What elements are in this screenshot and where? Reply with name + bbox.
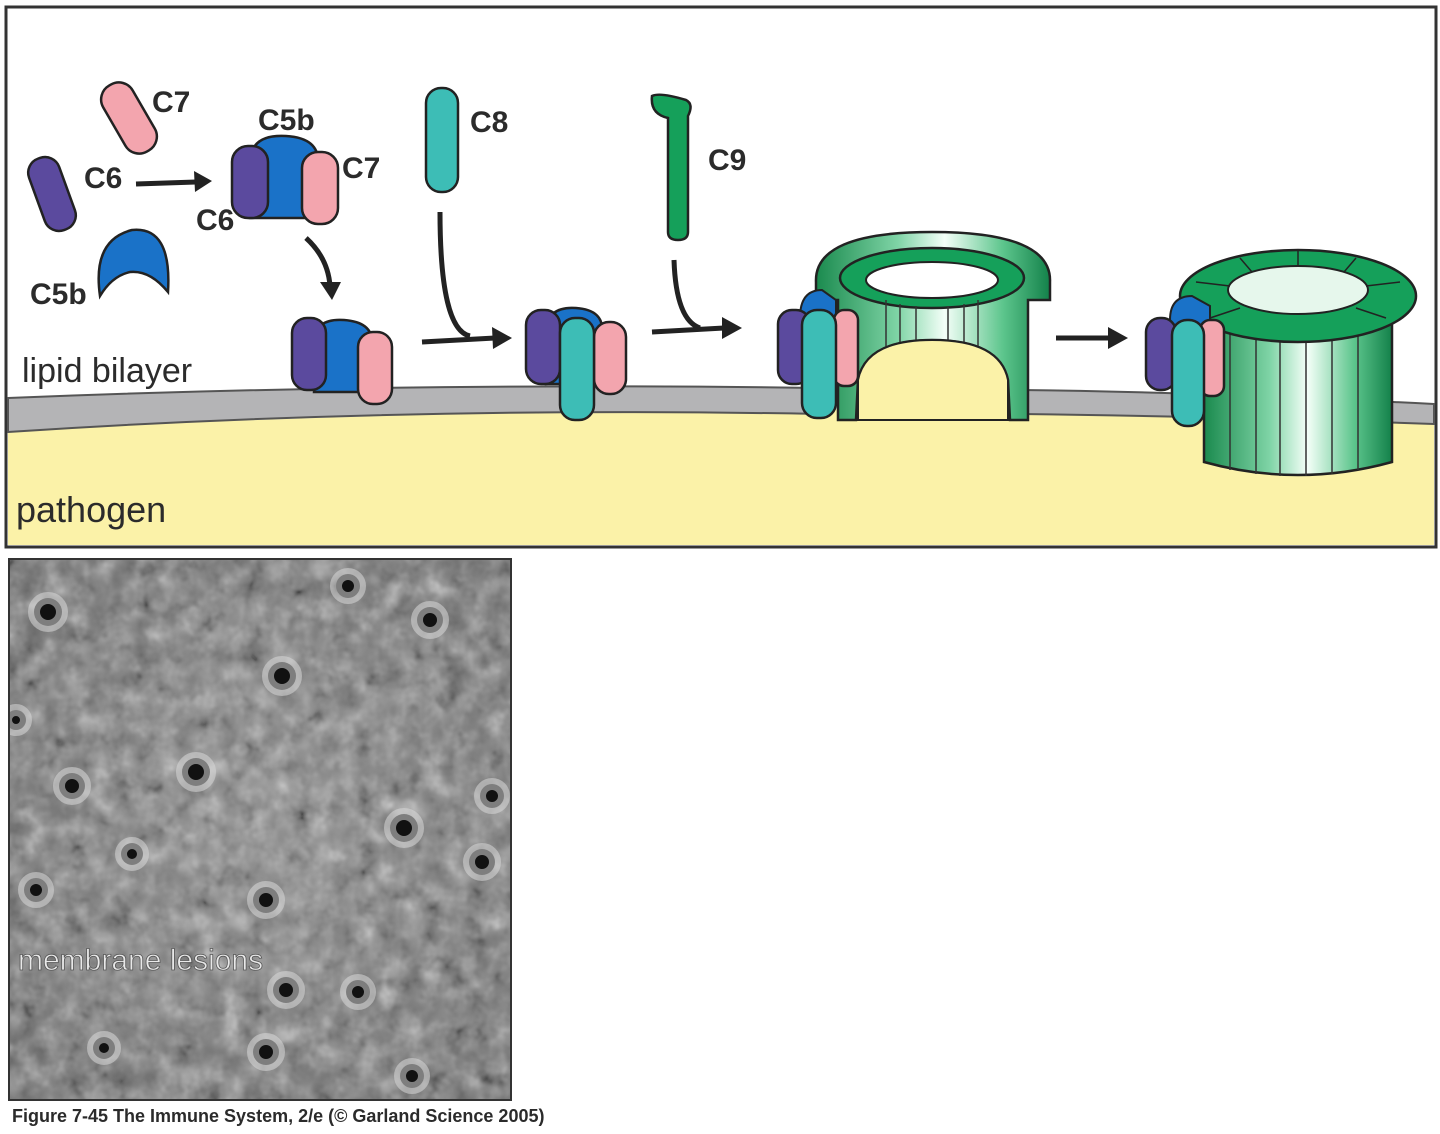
- arrow-3: [421, 211, 512, 349]
- c8-free: [424, 86, 460, 194]
- c5b67-complex-free: [230, 134, 340, 226]
- c7-free: [99, 81, 159, 155]
- lesions: [9, 568, 510, 1094]
- label-lipid-bilayer: lipid bilayer: [22, 352, 192, 390]
- arrow-2: [304, 236, 341, 300]
- label-c5b-free: C5b: [30, 278, 87, 311]
- label-c5b-complex: C5b: [258, 104, 315, 137]
- c5b678-complex: [524, 306, 628, 422]
- label-c7-free: C7: [152, 86, 190, 119]
- c6-free: [26, 155, 78, 233]
- label-c6-free: C6: [84, 162, 122, 195]
- mac-pore-cutaway: [776, 230, 1052, 422]
- label-pathogen: pathogen: [16, 489, 166, 530]
- label-c9: C9: [708, 144, 746, 177]
- pathogen-region: [8, 408, 790, 545]
- mac-pore-complete: [1144, 248, 1418, 477]
- label-c7-complex: C7: [342, 152, 380, 185]
- c5b67-inserted: [290, 316, 394, 406]
- label-c6-complex: C6: [196, 204, 234, 237]
- arrow-5: [1056, 327, 1128, 349]
- figure-caption: Figure 7-45 The Immune System, 2/e (© Ga…: [12, 1106, 545, 1126]
- c9-free: [650, 93, 692, 242]
- c5b-free: [97, 228, 170, 300]
- label-c8: C8: [470, 106, 508, 139]
- electron-micrograph: membrane lesions: [8, 558, 512, 1101]
- arrow-1: [135, 171, 212, 192]
- arrow-4: [651, 259, 742, 339]
- label-membrane-lesions: membrane lesions: [18, 944, 263, 977]
